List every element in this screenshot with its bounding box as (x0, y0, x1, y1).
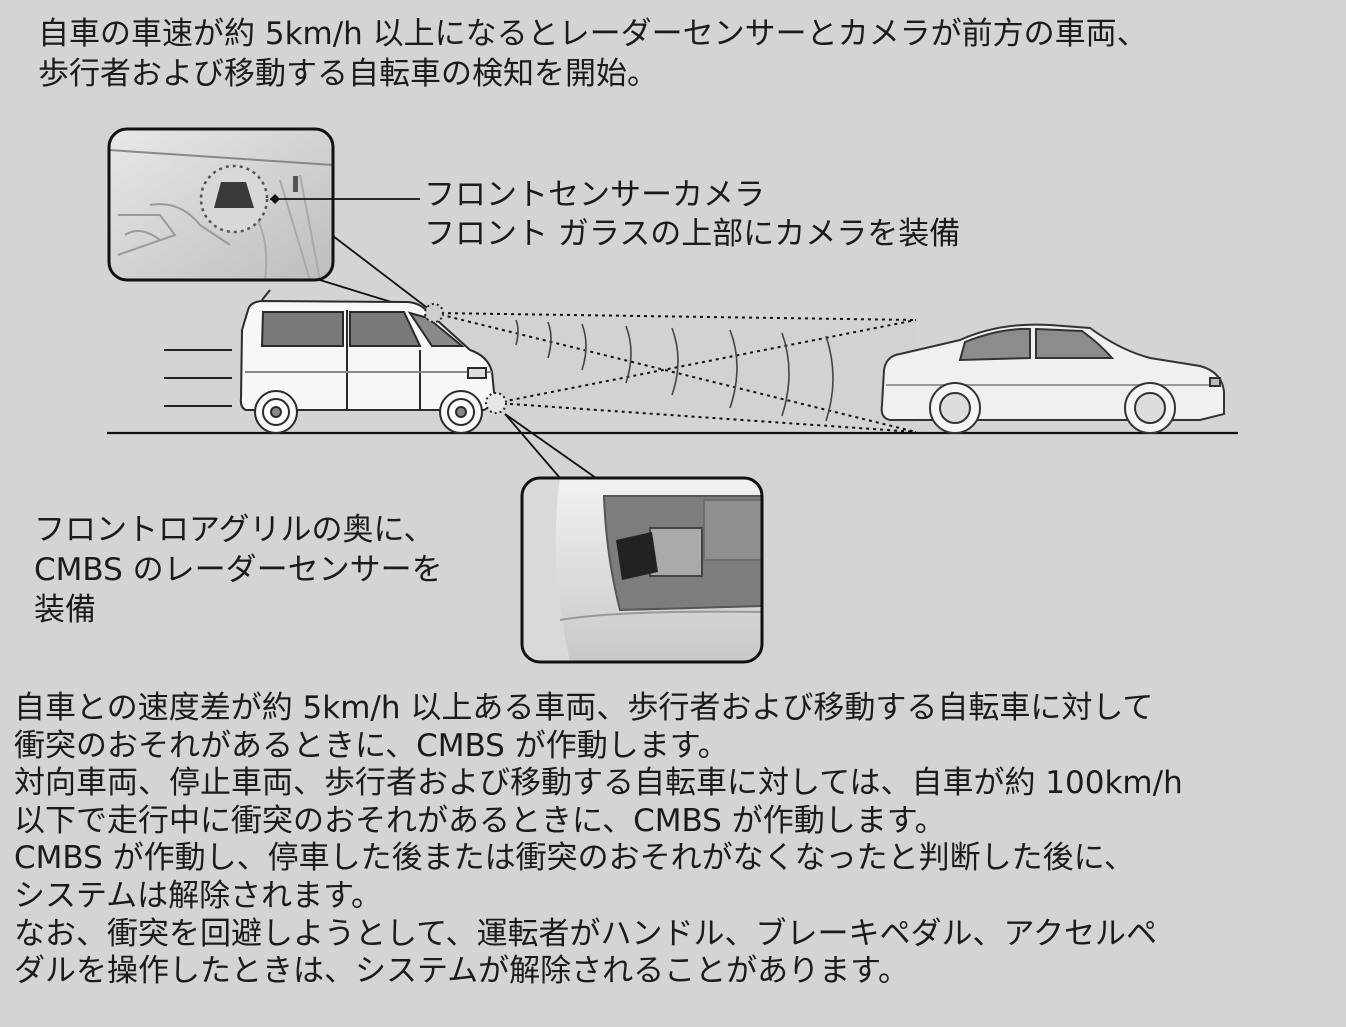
description-line: 自車との速度差が約 5km/h 以上ある車両、歩行者および移動する自転車に対して (14, 690, 1154, 726)
intro-line: 自車の車速が約 5km/h 以上になるとレーダーセンサーとカメラが前方の車両、 (38, 16, 1148, 52)
motion-lines (164, 349, 232, 407)
description-line: 衝突のおそれがあるときに、CMBS が作動します。 (14, 727, 729, 764)
own-vehicle (239, 289, 496, 434)
description-line: CMBS が作動し、停車した後または衝突のおそれがなくなったと判断した後に、 (14, 840, 1135, 877)
camera-callout-line: フロントセンサーカメラ (424, 177, 765, 213)
camera-callout-line: フロント ガラスの上部にカメラを装備 (424, 216, 961, 252)
radar-callout: フロントロアグリルの奥に、 CMBS のレーダーセンサーを 装備 (34, 510, 443, 630)
description-line: 以下で走行中に衝突のおそれがあるときに、CMBS が作動します。 (14, 802, 946, 839)
radar-callout-line: フロントロアグリルの奥に、 (34, 512, 435, 548)
radar-sensor-icon (616, 532, 658, 580)
radar-inset (520, 476, 764, 664)
camera-callout: フロントセンサーカメラ フロント ガラスの上部にカメラを装備 (424, 176, 960, 254)
target-vehicle (880, 323, 1225, 434)
description-line: 対向車両、停止車両、歩行者および移動する自転車に対しては、自車が約 100km/… (14, 765, 1183, 802)
description-line: ダルを操作したときは、システムが解除されることがあります。 (14, 953, 909, 990)
radar-position-marker (485, 392, 507, 414)
radar-callout-line: CMBS のレーダーセンサーを (34, 552, 443, 588)
sensor-diagram (107, 127, 1238, 664)
radar-callout-line: 装備 (34, 592, 96, 628)
camera-position-marker (424, 303, 444, 323)
camera-inset (107, 127, 335, 282)
intro-text: 自車の車速が約 5km/h 以上になるとレーダーセンサーとカメラが前方の車両、 … (38, 14, 1328, 94)
sensing-beams (433, 312, 917, 433)
camera-unit-icon (214, 182, 254, 208)
description-line: システムは解除されます。 (14, 877, 382, 914)
description-text: 自車との速度差が約 5km/h 以上ある車両、歩行者および移動する自転車に対して… (14, 690, 1339, 991)
description-line: なお、衝突を回避しようとして、運転者がハンドル、ブレーキペダル、アクセルペ (14, 915, 1157, 952)
intro-line: 歩行者および移動する自転車の検知を開始。 (38, 56, 658, 92)
